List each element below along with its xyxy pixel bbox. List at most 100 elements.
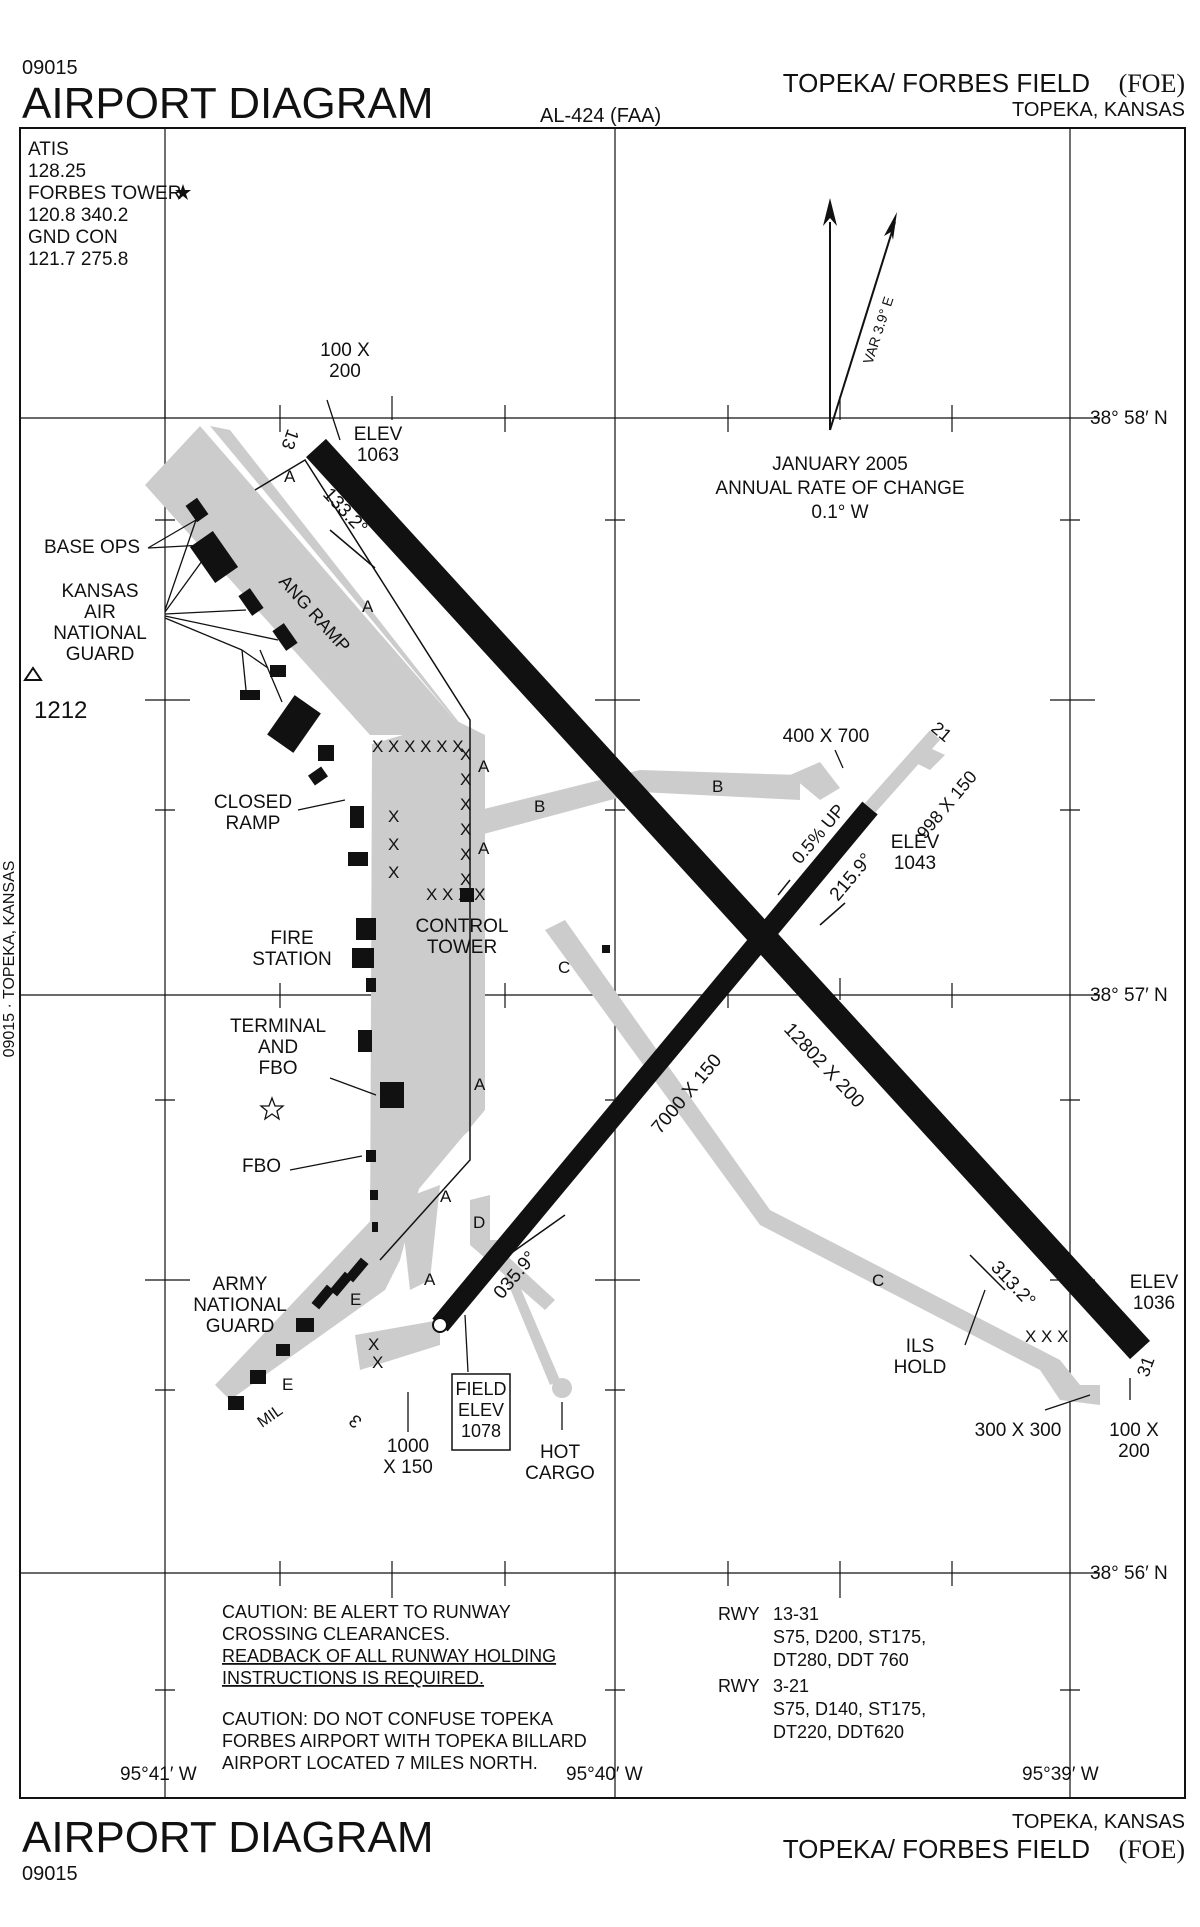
- twy-a-label: A: [478, 757, 490, 776]
- label-kansas-1: KANSAS: [61, 581, 138, 602]
- runway-labels: 100 X 200 ELEV 1063 ELEV 1036 ELEV 1043 …: [320, 340, 1178, 1478]
- frequency-block: ATIS 128.25 FORBES TOWER 120.8 340.2 GND…: [28, 139, 181, 270]
- twy-a-label: A: [424, 1270, 436, 1289]
- gnd-freq: 121.7 275.8: [28, 249, 128, 270]
- hold-x-row: X X X X X X: [372, 737, 464, 756]
- chart-frame: [19, 127, 1186, 1799]
- taxiway-a-stub: [400, 1185, 440, 1290]
- building: [250, 1370, 266, 1384]
- hold-x: X: [368, 1335, 379, 1354]
- label-kansas-4: GUARD: [66, 644, 135, 665]
- twy-e-label: E: [282, 1375, 293, 1394]
- label-fire-2: STATION: [252, 949, 332, 970]
- label-closed-ramp-2: RAMP: [226, 813, 281, 834]
- airport-location: TOPEKA, KANSAS: [1012, 99, 1185, 121]
- building: [276, 1344, 290, 1356]
- rwy13-number: 13: [277, 427, 303, 453]
- hot-cargo-pad: [552, 1378, 572, 1398]
- side-margin-text: 09015 · TOPEKA, KANSAS: [1, 860, 18, 1058]
- building: [238, 588, 264, 616]
- airport-code: (FOE): [1119, 69, 1185, 98]
- ramp-boundary: [254, 458, 471, 1261]
- lat-label-top: 38° 58′ N: [1090, 408, 1168, 429]
- rwy-b-strength-1: S75, D140, ST175,: [773, 1699, 926, 1719]
- hold-x: X: [460, 745, 471, 764]
- twy-a-label: A: [362, 597, 374, 616]
- procedure-id: AL-424 (FAA): [540, 105, 661, 127]
- fire-station-building: [356, 918, 376, 940]
- label-army-1: ARMY: [213, 1274, 268, 1295]
- obstacle-height: 1212: [34, 697, 87, 724]
- rwy-a-strength-2: DT280, DDT 760: [773, 1650, 909, 1670]
- atis-label: ATIS: [28, 139, 69, 160]
- variation-rate-label: ANNUAL RATE OF CHANGE: [715, 478, 964, 499]
- heading-arrows: [329, 529, 1006, 1291]
- rwy-b-label: RWY: [718, 1676, 760, 1696]
- field-elev-1: FIELD: [455, 1379, 506, 1399]
- label-closed-ramp-1: CLOSED: [214, 792, 292, 813]
- building: [358, 1030, 372, 1052]
- atis-freq: 128.25: [28, 161, 86, 182]
- twy-a-label: A: [474, 1075, 486, 1094]
- footer-title: AIRPORT DIAGRAM: [22, 1813, 434, 1862]
- label-hot-cargo-2: CARGO: [525, 1463, 595, 1484]
- taxiway-b: [480, 770, 800, 835]
- lon-label-left: 95°41′ W: [120, 1764, 197, 1785]
- pad-400-label: 400 X 700: [783, 726, 870, 747]
- hold-x: X: [460, 845, 471, 864]
- rwy13-dims-2: 200: [329, 361, 361, 382]
- diagram-title: AIRPORT DIAGRAM: [22, 79, 434, 128]
- taxiway-e-strip: [215, 1185, 420, 1400]
- rwy3-number: 3: [345, 1410, 366, 1432]
- label-army-2: NATIONAL: [193, 1295, 287, 1316]
- building: [370, 1190, 378, 1200]
- twy-b-label: B: [534, 797, 545, 816]
- runway-3-21: [432, 801, 878, 1332]
- rwy21-elev-label: ELEV: [891, 832, 940, 853]
- label-tower-1: CONTROL: [416, 916, 509, 937]
- building: [366, 978, 376, 992]
- hold-x: X: [460, 770, 471, 789]
- beacon-icon: [259, 1096, 285, 1121]
- hold-x: X: [388, 807, 399, 826]
- chart-number: 09015: [22, 57, 78, 79]
- lon-label-mid: 95°40′ W: [566, 1764, 643, 1785]
- rwy31-elev-label: ELEV: [1130, 1272, 1179, 1293]
- label-army-3: GUARD: [206, 1316, 275, 1337]
- taxiway-c: [545, 920, 1100, 1405]
- building: [352, 948, 374, 968]
- hold-x: X: [460, 795, 471, 814]
- building: [267, 695, 321, 753]
- leader-lines: [147, 399, 1131, 1432]
- rwy13-dims-1: 100 X: [320, 340, 370, 361]
- building: [296, 1318, 314, 1332]
- label-terminal-2: AND: [258, 1037, 298, 1058]
- label-fire-1: FIRE: [270, 928, 313, 949]
- variation-date: JANUARY 2005: [772, 454, 908, 475]
- building: [228, 1396, 244, 1410]
- ang-ramp: [145, 426, 485, 1290]
- label-tower-2: TOWER: [427, 937, 497, 958]
- rwy-a: 13-31: [773, 1604, 819, 1624]
- building: [372, 1222, 378, 1232]
- rwy3-overrun-1: 1000: [387, 1436, 429, 1457]
- tower-label: FORBES TOWER: [28, 183, 181, 204]
- control-tower-building: [460, 888, 474, 902]
- facility-labels: BASE OPS KANSAS AIR NATIONAL GUARD CLOSE…: [44, 537, 946, 1484]
- variation-rate: 0.1° W: [811, 502, 868, 523]
- true-north-icon: [823, 198, 837, 226]
- label-kansas-2: AIR: [84, 602, 116, 623]
- building: [602, 945, 610, 953]
- building: [348, 852, 368, 866]
- gnd-label: GND CON: [28, 227, 118, 248]
- terminal-building: [380, 1082, 404, 1108]
- label-ils-hold-1: ILS: [906, 1336, 935, 1357]
- lon-label-right: 95°39′ W: [1022, 1764, 1099, 1785]
- rwy31-dims-1: 100 X: [1109, 1420, 1159, 1441]
- runway-13-31: [306, 438, 1150, 1360]
- rwy21-overrun: [910, 748, 945, 770]
- caution1-line1: CAUTION: BE ALERT TO RUNWAY: [222, 1602, 511, 1622]
- hold-x-row: X X X: [1025, 1327, 1068, 1346]
